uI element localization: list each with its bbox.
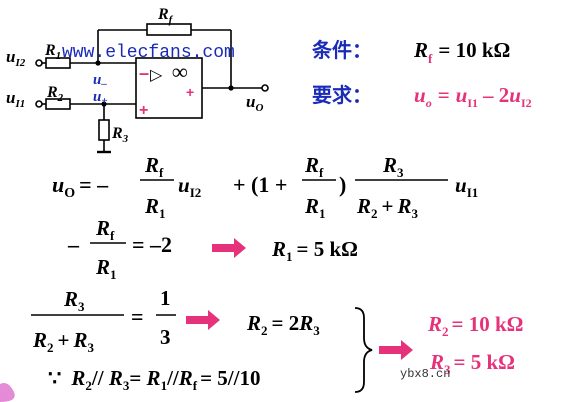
eq2-minus: – bbox=[67, 232, 80, 257]
eq3-one-third-den: 3 bbox=[160, 325, 171, 349]
arrow-icon-3 bbox=[379, 340, 413, 360]
equation-2: – Rf R1 = –2 R1= 5 kΩ bbox=[67, 216, 358, 282]
equation-1: uO= – Rf R1 uI2 + (1 + Rf R1 ) R3 R2+R3 … bbox=[52, 153, 478, 221]
resistor-r3 bbox=[98, 119, 110, 141]
eq2-frac-num: Rf bbox=[95, 216, 115, 243]
eq1-frac2-den: R1 bbox=[304, 194, 326, 221]
eq1-frac3-num: R3 bbox=[382, 153, 404, 180]
label-u-plus: u+ bbox=[93, 89, 108, 107]
op-amp-triangle-icon: ▷ bbox=[150, 67, 163, 84]
op-amp-output-plus-sign: + bbox=[186, 84, 194, 100]
input-i2-terminal bbox=[35, 59, 43, 67]
eq2-rhs: = –2 bbox=[132, 232, 172, 257]
arrow-icon-1 bbox=[212, 238, 246, 258]
op-amp-plus-sign: + bbox=[139, 102, 148, 119]
output-terminal bbox=[261, 84, 269, 92]
junction-dot-output bbox=[228, 85, 234, 91]
eq3-one-third-num: 1 bbox=[160, 286, 171, 310]
eq1-frac1-den: R1 bbox=[144, 194, 166, 221]
eq2-frac-den: R1 bbox=[95, 255, 117, 282]
final-r2: R2= 10 kΩ bbox=[427, 312, 523, 339]
label-r2: R2 bbox=[46, 84, 64, 104]
label-rf: Rf bbox=[157, 6, 174, 26]
eq3-eq: = bbox=[131, 304, 144, 329]
resistor-r2 bbox=[45, 98, 71, 110]
junction-dot-minus bbox=[95, 60, 101, 66]
eq3-frac-num: R3 bbox=[63, 287, 85, 314]
watermark-url: www.elecfans.com bbox=[62, 43, 235, 63]
label-r3: R3 bbox=[111, 125, 129, 145]
eq2-result: R1= 5 kΩ bbox=[271, 237, 358, 264]
equation-3: R3 R2+R3 = 1 3 R2= 2R3 bbox=[31, 286, 320, 355]
junction-dot-plus bbox=[101, 101, 107, 107]
label-r1: R1 bbox=[44, 42, 61, 62]
requirement-expression: uo=uI1– 2uI2 bbox=[414, 83, 532, 110]
eq1-frac1-num: Rf bbox=[144, 153, 164, 180]
eq1-u-i1: uI1 bbox=[455, 173, 478, 200]
eq1-plus-open: + (1 + bbox=[233, 172, 287, 197]
label-input-ui2: uI2 bbox=[6, 47, 26, 69]
eq3-result: R2= 2R3 bbox=[246, 311, 320, 338]
corner-watermark: ybx8.cn bbox=[400, 367, 450, 381]
decorative-corner-shape bbox=[0, 383, 15, 402]
right-brace bbox=[354, 307, 373, 393]
op-amp-minus-sign: – bbox=[139, 63, 149, 83]
op-amp-circuit bbox=[35, 29, 269, 154]
eq1-frac3-den: R2+R3 bbox=[356, 194, 419, 221]
eq1-frac2-num: Rf bbox=[304, 153, 324, 180]
label-u-minus: u– bbox=[93, 72, 107, 90]
requirement-label: 要求： bbox=[312, 84, 372, 107]
input-i1-terminal bbox=[35, 100, 43, 108]
eq1-u-i2: uI2 bbox=[178, 173, 201, 200]
eq1-lhs: uO= – bbox=[52, 172, 109, 201]
resistor-r1 bbox=[45, 57, 71, 69]
equation-4: ∵R2// R3= R1//Rf= 5//10 bbox=[48, 366, 260, 393]
condition-label: 条件： bbox=[312, 38, 372, 62]
op-amp-infinity-icon: ∞ bbox=[172, 59, 188, 84]
label-output-uo: uO bbox=[246, 92, 263, 114]
condition-expression: Rf= 10 kΩ bbox=[413, 38, 510, 66]
arrow-icon-2 bbox=[186, 310, 220, 330]
resistor-rf bbox=[146, 23, 192, 36]
eq3-frac-den: R2+R3 bbox=[32, 328, 95, 355]
eq1-close-paren: ) bbox=[339, 172, 346, 197]
label-input-ui1: uI1 bbox=[6, 88, 25, 110]
final-r3: R3= 5 kΩ bbox=[429, 350, 515, 377]
